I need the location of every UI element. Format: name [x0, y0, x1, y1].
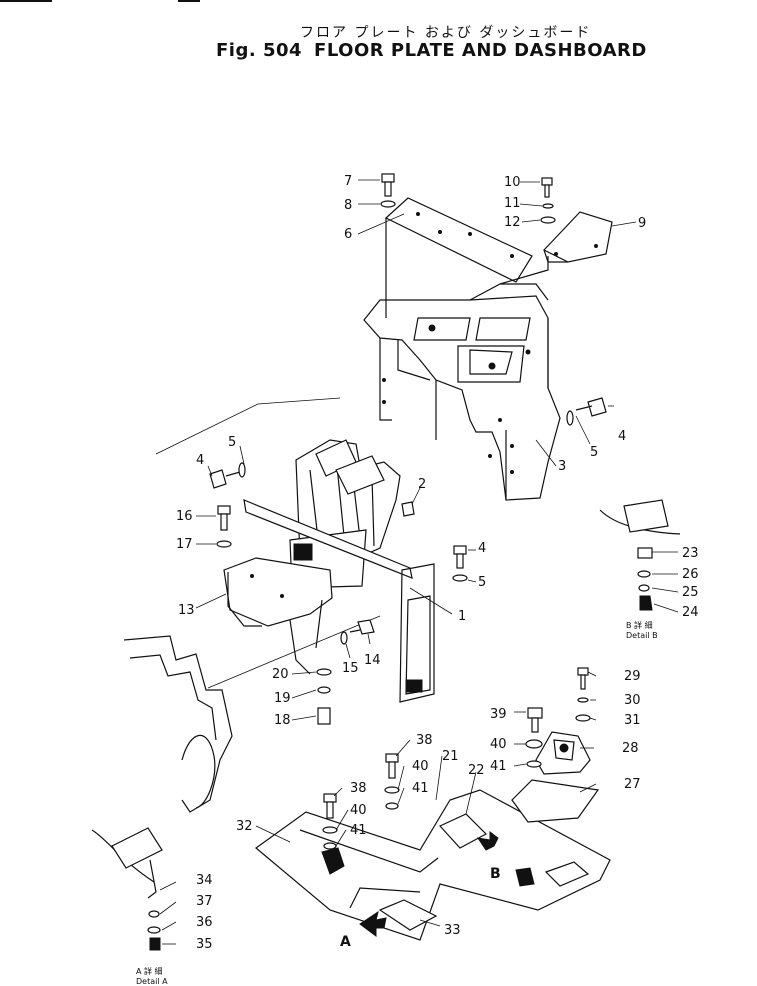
figure-title-japanese: フロア プレート および ダッシュボード [300, 25, 592, 41]
floor-bracket [223, 557, 333, 675]
part-label: 40 [490, 737, 507, 752]
part-label: 1 [458, 609, 466, 624]
part-label: 31 [624, 713, 641, 728]
detail-a-sketch [91, 827, 163, 951]
part-label: 40 [350, 803, 367, 818]
part-label: 14 [364, 653, 381, 668]
part-label: 24 [682, 605, 699, 620]
part-label: 16 [176, 509, 193, 524]
part-label: 35 [196, 937, 213, 952]
part-label: 34 [196, 873, 213, 888]
part-label: 41 [412, 781, 429, 796]
part-label: 37 [196, 894, 213, 909]
part-label: 7 [344, 174, 352, 189]
detail-b-caption: B 詳 細 Detail B [626, 620, 658, 640]
part-label: 12 [504, 215, 521, 230]
top-plate [384, 197, 533, 283]
figure-number: Fig. 504 [216, 40, 303, 61]
part-label: 4 [618, 429, 626, 444]
part-label: 22 [468, 763, 485, 778]
part-label: 4 [196, 453, 204, 468]
part-label: 28 [622, 741, 639, 756]
part-label: 32 [236, 819, 253, 834]
detail-a-caption-en: Detail A [136, 977, 168, 986]
part-label: 30 [624, 693, 641, 708]
detail-b-caption-en: Detail B [626, 631, 658, 640]
part-label: 33 [444, 923, 461, 938]
part-label: 25 [682, 585, 699, 600]
corner-mark-left [0, 0, 52, 2]
view-arrow-b: B [476, 831, 501, 882]
part-label: 38 [416, 733, 433, 748]
view-arrow-a-label: A [340, 934, 351, 950]
part-label: 40 [412, 759, 429, 774]
part-label: 5 [590, 445, 598, 460]
view-arrow-b-label: B [490, 866, 501, 882]
part-label: 5 [228, 435, 236, 450]
part-label: 13 [178, 603, 195, 618]
part-label: 11 [504, 196, 521, 211]
part-label: 21 [442, 749, 459, 764]
part-label: 23 [682, 546, 699, 561]
machine-outline [123, 397, 381, 813]
part-label: 38 [350, 781, 367, 796]
corner-mark-center [178, 0, 200, 2]
figure-title: Fig. 504 FLOOR PLATE AND DASHBOARD [216, 40, 647, 61]
small-cover [543, 211, 613, 263]
part-label: 18 [274, 713, 291, 728]
part-label: 2 [418, 477, 426, 492]
figure-title-english: FLOOR PLATE AND DASHBOARD [314, 40, 647, 61]
part-label: 39 [490, 707, 507, 722]
hardware [209, 173, 607, 850]
lever-stand [243, 439, 435, 703]
detail-a-caption-jp: A 詳 細 [136, 966, 163, 976]
part-label: 10 [504, 175, 521, 190]
part-label: 8 [344, 198, 352, 213]
part-label: 5 [478, 575, 486, 590]
part-label: 3 [558, 459, 566, 474]
part-label: 36 [196, 915, 213, 930]
detail-a-caption: A 詳 細 Detail A [136, 966, 168, 986]
part-labels: 1 2 3 4 4 4 5 5 5 6 7 8 9 10 11 12 13 14… [176, 174, 699, 952]
part-label: 19 [274, 691, 291, 706]
view-arrow-a: A [340, 910, 387, 950]
part-label: 9 [638, 216, 646, 231]
detail-b-caption-jp: B 詳 細 [626, 620, 653, 630]
part-label: 6 [344, 227, 352, 242]
part-label: 15 [342, 661, 359, 676]
part-label: 20 [272, 667, 289, 682]
part-label: 29 [624, 669, 641, 684]
part-labels-extra: 40 41 [490, 737, 507, 774]
leader-lines [159, 179, 679, 945]
part-label: 17 [176, 537, 193, 552]
detail-b-sketch [599, 499, 681, 611]
part-label: 26 [682, 567, 699, 582]
dashboard-frame [363, 218, 561, 501]
part-label: 4 [478, 541, 486, 556]
part-label: 41 [490, 759, 507, 774]
part-label: 27 [624, 777, 641, 792]
part-label: 41 [350, 823, 367, 838]
floor-plate [255, 731, 611, 941]
